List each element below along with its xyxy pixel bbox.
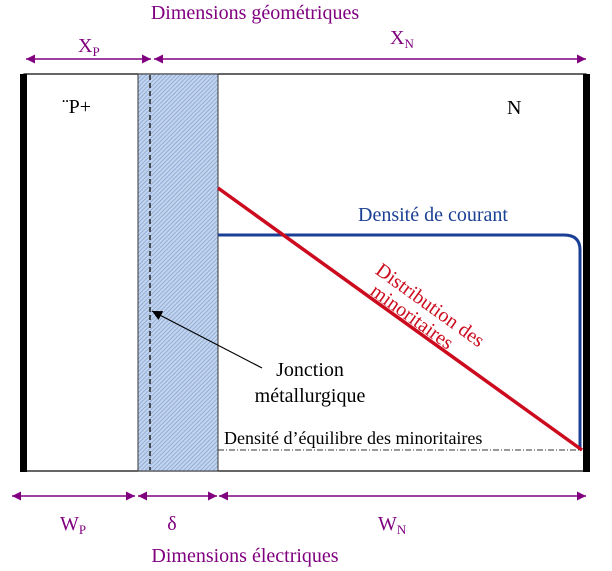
- xn-label: X: [390, 27, 405, 49]
- svg-text:WN: WN: [378, 513, 407, 537]
- wp-dimension: WP: [12, 491, 135, 537]
- xp-label: X: [78, 35, 93, 57]
- current-density-curve: [218, 233, 582, 450]
- equilibrium-label: Densité d’équilibre des minoritaires: [224, 428, 482, 448]
- device-outline: [23, 73, 587, 472]
- xp-sub: P: [92, 44, 99, 59]
- wn-label: W: [378, 513, 397, 535]
- title-electrical-dimensions: Dimensions électriques: [151, 545, 338, 567]
- junction-label-line1: Jonction: [276, 359, 344, 381]
- delta-dimension: δ: [138, 491, 217, 535]
- minority-distribution-line: [216, 186, 584, 452]
- wn-dimension: WN: [219, 491, 586, 537]
- xn-dimension: XN: [154, 27, 586, 64]
- current-density-label: Densité de courant: [358, 204, 508, 226]
- delta-label: δ: [167, 513, 176, 535]
- xn-sub: N: [404, 36, 414, 51]
- p-region-label: ¨P+: [62, 96, 91, 118]
- svg-text:WP: WP: [60, 513, 86, 537]
- depletion-region: [137, 73, 219, 472]
- wp-sub: P: [79, 522, 86, 537]
- svg-text:XN: XN: [390, 27, 414, 51]
- wn-sub: N: [397, 522, 407, 537]
- xp-dimension: XP: [26, 35, 151, 64]
- junction-pointer-arrow: [151, 310, 263, 369]
- svg-text:XP: XP: [78, 35, 100, 59]
- junction-label-line2: métallurgique: [255, 385, 366, 407]
- n-region-label: N: [507, 97, 521, 119]
- wp-label: W: [60, 513, 79, 535]
- right-contact: [583, 74, 590, 472]
- title-geometric-dimensions: Dimensions géométriques: [151, 2, 360, 24]
- left-contact: [20, 74, 27, 472]
